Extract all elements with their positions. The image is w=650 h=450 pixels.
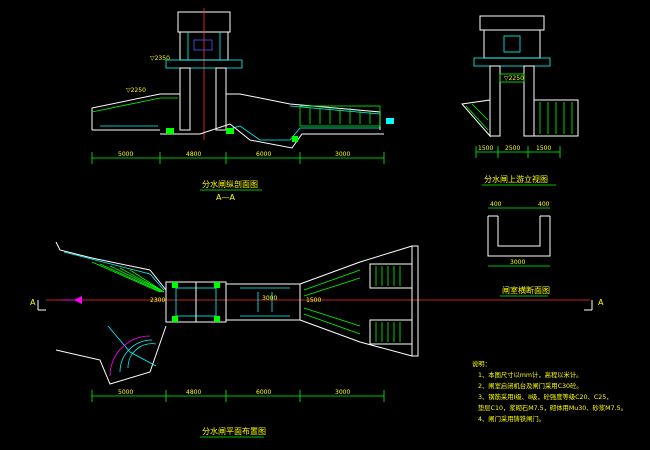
note-item-4: 垫层C10，浆砌石M7.5，砌体用Mu30、砂浆M7.5。: [478, 403, 627, 412]
note-item-3: 3、钢筋采用Ⅰ级、Ⅱ级，砼强度等级C20、C25，: [478, 392, 613, 401]
section-view: ▽2350 ▽2250 5000 4800 6000 3000 分水闸纵剖面图 …: [91, 8, 394, 202]
plan-title: 分水闸平面布置图: [202, 426, 266, 436]
section-elevation-2: ▽2250: [126, 87, 146, 94]
channel-dim-2: 3000: [510, 259, 525, 266]
plan-dim-2: 4800: [186, 389, 201, 396]
plan-dim-1: 5000: [118, 389, 133, 396]
channel-view: 400 3000 400 闸室横断面图: [487, 201, 551, 297]
note-item-5: 4、闸门采用铸铁闸门。: [478, 414, 545, 423]
upstream-view: ▽2250 1500 2500 1500 分水闸上游立视图: [461, 15, 579, 186]
plan-label-2: 3000: [262, 295, 277, 302]
channel-dim-3: 400: [538, 201, 550, 208]
plan-stilling-basin: [225, 283, 301, 321]
note-item-2: 2、闸室启闭机台及闸门采用C30砼。: [478, 381, 583, 390]
plan-dim-4: 3000: [335, 389, 350, 396]
plan-section-mark-right: A: [598, 298, 604, 307]
hoist-platform: [165, 59, 243, 69]
upstream-roof: [479, 15, 545, 31]
section-title: 分水闸纵剖面图: [202, 179, 258, 189]
channel-title: 闸室横断面图: [502, 285, 550, 295]
section-dim-4: 3000: [335, 151, 350, 158]
upstream-dim-2: 2500: [505, 145, 520, 152]
plan-label-3: 1500: [306, 297, 321, 304]
plan-dim-3: 6000: [256, 389, 271, 396]
channel-outline: [487, 216, 551, 257]
upstream-elevation: ▽2250: [504, 75, 524, 82]
section-dim-2: 4800: [186, 151, 201, 158]
section-subtitle: A—A: [216, 193, 235, 202]
plan-section-mark-left: A: [30, 298, 36, 307]
section-elevation-1: ▽2350: [150, 55, 170, 62]
upstream-dim-3: 1500: [536, 145, 551, 152]
upstream-dim-1: 1500: [478, 145, 493, 152]
note-item-1: 1、本图尺寸以mm计，高程以米计。: [478, 370, 582, 379]
notes-heading: 说明：: [472, 359, 491, 368]
notes: 说明： 1、本图尺寸以mm计，高程以米计。 2、闸室启闭机台及闸门采用C30砼。…: [472, 359, 627, 423]
plan-label-1: 2300: [150, 297, 165, 304]
channel-dim-1: 400: [490, 201, 502, 208]
section-dim-1: 5000: [118, 151, 133, 158]
section-dim-3: 6000: [256, 151, 271, 158]
plan-view: A A: [30, 241, 604, 438]
upstream-title: 分水闸上游立视图: [484, 174, 548, 184]
